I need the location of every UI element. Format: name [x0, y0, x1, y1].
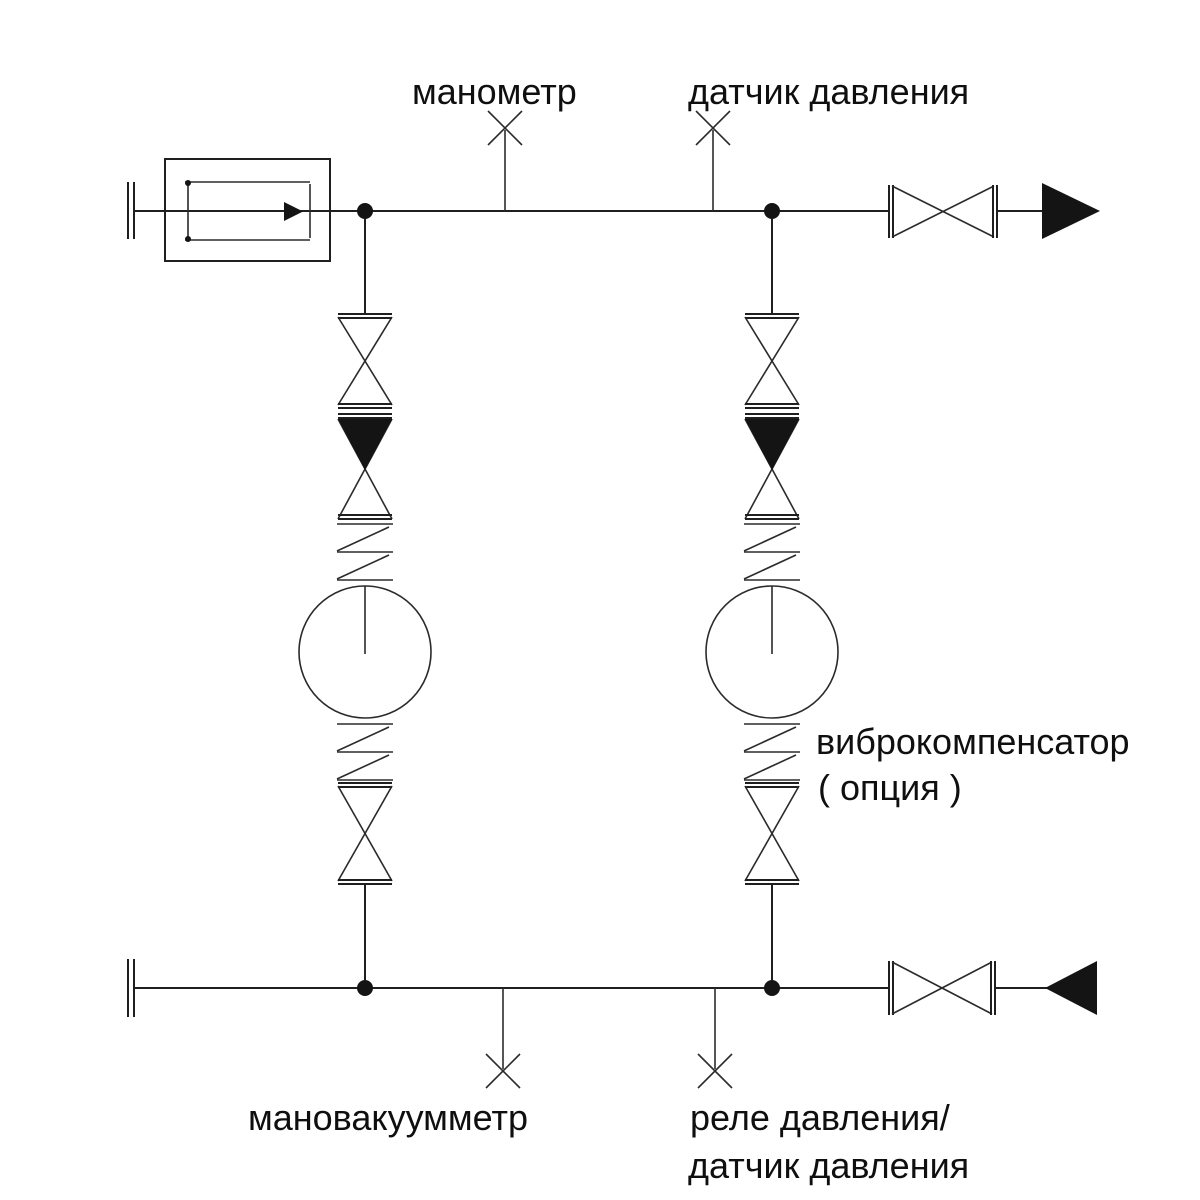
pressure-relay-tap [697, 988, 733, 1089]
top-flow-arrow-icon [1042, 183, 1100, 239]
junction-dot [764, 203, 780, 219]
manometer-tap [487, 110, 523, 211]
junction-dot [764, 980, 780, 996]
label-vibro-compensator-line2: ( опция ) [818, 767, 962, 808]
pressure-sensor-tap [695, 110, 731, 211]
label-pressure-relay-line2: датчик давления [688, 1145, 970, 1186]
bottom-outlet-valve [888, 961, 996, 1015]
top-inlet-flange [127, 182, 135, 239]
pump-branch-left [298, 218, 432, 981]
inner-flow-arrow-icon [284, 202, 303, 221]
top-outlet-valve [888, 185, 998, 238]
label-manometer: манометр [412, 71, 577, 112]
label-pressure-sensor-top: датчик давления [688, 71, 970, 112]
pump-branch-right [705, 218, 839, 981]
label-vibro-compensator-line1: виброкомпенсатор [816, 721, 1130, 762]
inlet-flow-device [164, 158, 331, 262]
bottom-inlet-flange [127, 959, 135, 1017]
manovacuum-meter-tap [485, 988, 521, 1089]
bottom-flow-arrow-icon [1045, 961, 1097, 1015]
junction-dot [357, 203, 373, 219]
label-manovacuum-meter: мановакуумметр [248, 1097, 529, 1138]
junction-dot [357, 980, 373, 996]
label-pressure-relay-line1: реле давления/ [690, 1097, 950, 1138]
